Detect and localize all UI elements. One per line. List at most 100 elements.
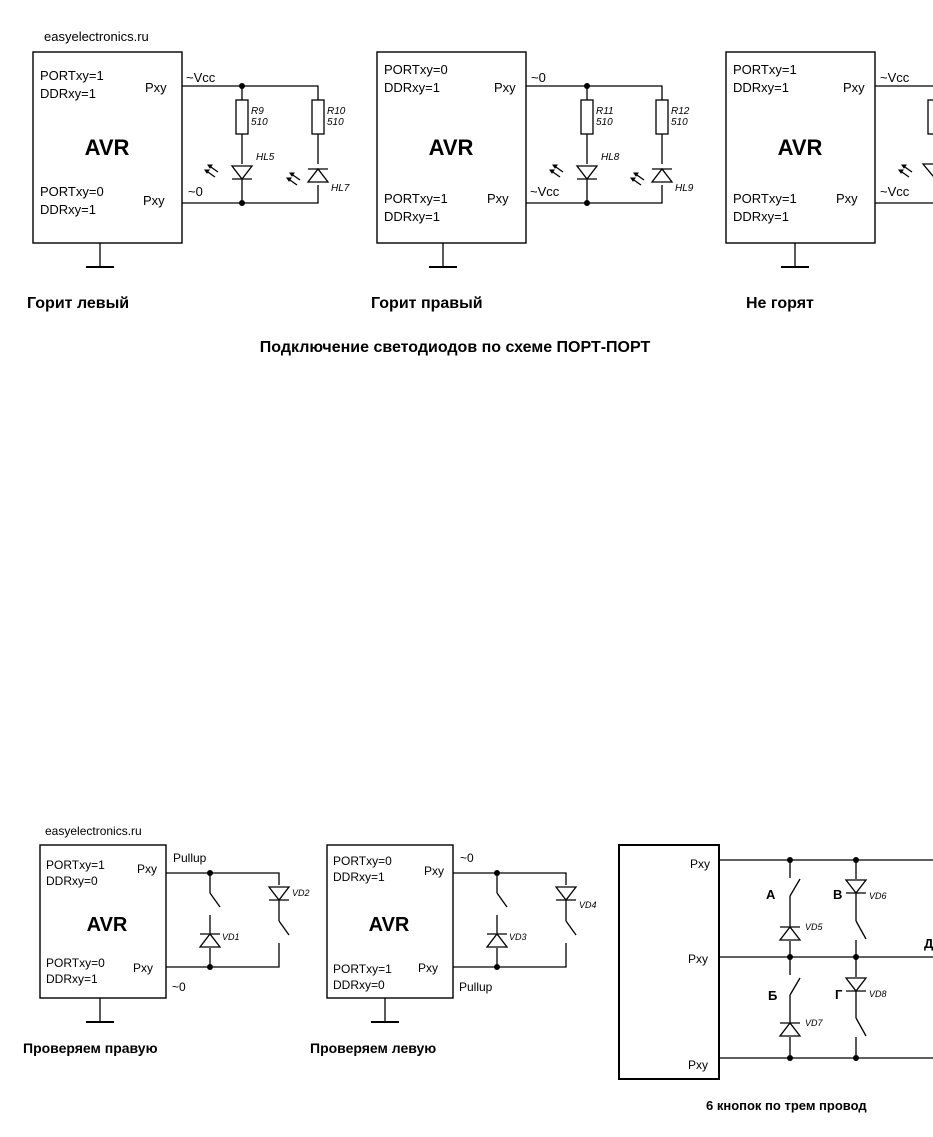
avr-chip-box: [376, 51, 527, 244]
net-label-2: ~0: [188, 184, 203, 199]
pin-label-1: Pxy: [137, 862, 157, 876]
bottom-panel-1: PORTxy=1 DDRxy=0 Pxy AVR PORTxy=0 DDRxy=…: [23, 844, 310, 1056]
res-b-name: R12: [671, 106, 690, 117]
reg-ddr-1: DDRxy=1: [40, 86, 96, 101]
caption: 6 кнопок по трем провод: [706, 1098, 867, 1113]
light-emission-icon: [898, 164, 913, 178]
mcu-box: [618, 844, 720, 1080]
light-emission-icon: [286, 172, 301, 186]
pin-label-1: Pxy: [843, 80, 865, 95]
chip-label: AVR: [87, 914, 128, 936]
diode-b-label: VD4: [579, 900, 597, 910]
reg-port-1: PORTxy=1: [733, 62, 797, 77]
led-b-label: HL9: [675, 183, 694, 194]
switch-icon: [855, 920, 867, 940]
reg-port-1: PORTxy=0: [384, 62, 448, 77]
avr-chip-box: [326, 844, 454, 999]
switch-icon: [209, 892, 221, 908]
diode-vd4: [555, 886, 577, 901]
diode-b-label: VD2: [292, 888, 310, 898]
net-label-1: ~0: [460, 851, 474, 865]
watermark-bottom: easyelectronics.ru: [45, 824, 142, 838]
reg-port-2: PORTxy=0: [40, 184, 104, 199]
bottom-panel-2: PORTxy=0 DDRxy=1 Pxy AVR PORTxy=1 DDRxy=…: [310, 844, 597, 1056]
diode-vd5: [779, 926, 801, 941]
res-b-name: R10: [327, 106, 346, 117]
button-label-d: Г: [835, 987, 843, 1002]
chip-label: AVR: [85, 135, 130, 160]
diode-a-label: VD5: [805, 922, 824, 932]
light-emission-icon: [204, 164, 219, 178]
reg-ddr-2: DDRxy=0: [333, 978, 385, 992]
switch-icon: [278, 920, 290, 936]
ground-icon: [428, 242, 458, 268]
switch-icon: [855, 1017, 867, 1037]
pin-label-2: Pxy: [487, 191, 509, 206]
diode-a-label: VD3: [509, 932, 527, 942]
led-a-label: HL8: [601, 152, 620, 163]
net-label-1: Pullup: [173, 851, 207, 865]
resistor-r9: [235, 99, 249, 135]
switch-icon: [789, 878, 801, 897]
top-panel-1: PORTxy=1 DDRxy=1 Pxy AVR PORTxy=0 DDRxy=…: [27, 51, 350, 312]
light-emission-icon: [630, 172, 645, 186]
net-label-1: ~Vcc: [186, 70, 216, 85]
switch-icon: [565, 920, 577, 936]
pin-label-1: Pxy: [690, 857, 710, 871]
reg-ddr-1: DDRxy=1: [384, 80, 440, 95]
light-emission-icon: [549, 164, 564, 178]
ground-icon: [370, 997, 400, 1023]
pin-label-2: Pxy: [836, 191, 858, 206]
diode-vd7: [779, 1022, 801, 1037]
resistor-r12: [655, 99, 669, 135]
res-b-value: 510: [671, 117, 688, 128]
caption: Проверяем левую: [310, 1040, 436, 1056]
diode-c-label: VD7: [805, 1018, 824, 1028]
top-panel-2: PORTxy=0 DDRxy=1 Pxy AVR PORTxy=1 DDRxy=…: [371, 51, 694, 312]
pin-label-1: Pxy: [494, 80, 516, 95]
pin-label-2: Pxy: [133, 961, 153, 975]
avr-chip-box: [39, 844, 167, 999]
pin-label-3: Pxy: [688, 1058, 708, 1072]
caption: Горит левый: [27, 295, 129, 312]
pin-label-2: Pxy: [143, 193, 165, 208]
reg-ddr-2: DDRxy=1: [40, 202, 96, 217]
switch-icon: [496, 892, 508, 908]
chip-label: AVR: [429, 135, 474, 160]
reg-ddr-2: DDRxy=1: [384, 209, 440, 224]
resistor-r10: [311, 99, 325, 135]
reg-port-2: PORTxy=1: [733, 191, 797, 206]
reg-ddr-1: DDRxy=0: [46, 874, 98, 888]
diode-d-label: VD8: [869, 989, 887, 999]
diode-vd1: [199, 933, 221, 948]
diode-vd6: [845, 879, 867, 894]
net-label-2: ~Vcc: [880, 184, 910, 199]
led-hl5: [231, 165, 253, 180]
net-label-1: ~Vcc: [880, 70, 910, 85]
caption: Не горят: [746, 295, 814, 312]
diode-a-label: VD1: [222, 932, 240, 942]
pin-label-1: Pxy: [424, 864, 444, 878]
section-title: Подключение светодиодов по схеме ПОРТ-ПО…: [260, 339, 651, 356]
diode-vd3: [486, 933, 508, 948]
pin-label-1: Pxy: [145, 80, 167, 95]
chip-label: AVR: [369, 914, 410, 936]
avr-chip-box: [32, 51, 183, 244]
net-label-2: Pullup: [459, 980, 493, 994]
res-b-value: 510: [327, 117, 344, 128]
res-a-name: R11: [596, 106, 614, 117]
net-label-2: ~Vcc: [530, 184, 560, 199]
led-a-label: HL5: [256, 152, 275, 163]
avr-chip-box: [725, 51, 876, 244]
chip-label: AVR: [778, 135, 823, 160]
reg-ddr-2: DDRxy=1: [46, 972, 98, 986]
button-label-e: Д: [924, 936, 933, 951]
reg-port-2: PORTxy=0: [46, 956, 105, 970]
diode-vd8: [845, 977, 867, 992]
reg-port-1: PORTxy=1: [40, 68, 104, 83]
res-a-value: 510: [596, 117, 613, 128]
pin-label-2: Pxy: [418, 961, 438, 975]
top-panel-3: PORTxy=1 DDRxy=1 Pxy AVR PORTxy=1 DDRxy=…: [725, 51, 933, 312]
ground-icon: [780, 242, 810, 268]
led-b-label: HL7: [331, 183, 350, 194]
